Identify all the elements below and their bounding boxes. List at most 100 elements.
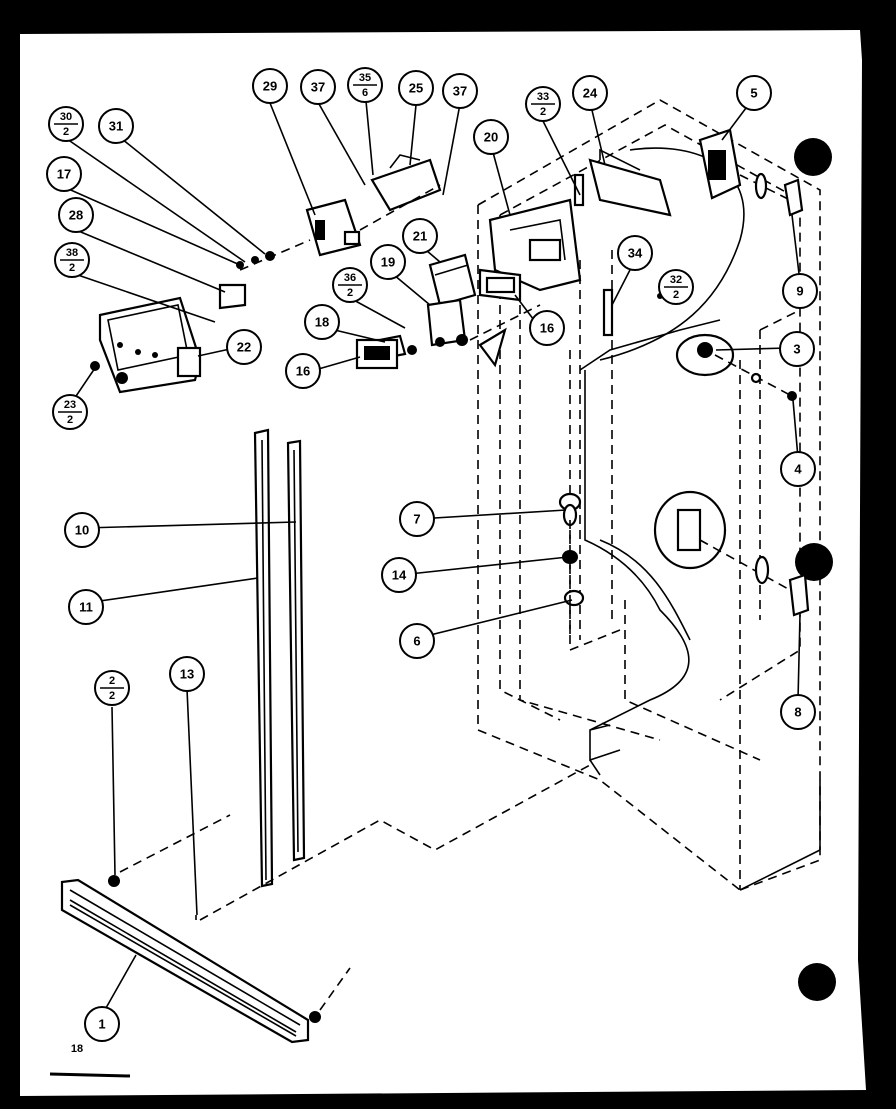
callout-number: 16 [296,364,310,379]
callout-c13: 13 [169,656,205,692]
callout-c30: 302 [48,106,84,142]
callout-circle [169,656,205,692]
callout-c20: 20 [473,119,509,155]
callout-denominator: 2 [67,414,73,426]
callout-circle [68,589,104,625]
control-nut [787,391,797,401]
callout-number: 6 [413,634,420,649]
callout-c22: 22 [226,329,262,365]
callout-circle [572,75,608,111]
callout-c31: 31 [98,108,134,144]
callout-c11: 11 [68,589,104,625]
bezel-16-right [478,268,522,302]
thermostat-bracket [305,198,362,257]
callout-circle [736,75,772,111]
callout-c3: 3 [779,331,815,367]
callout-circle [398,70,434,106]
callout-circle [399,501,435,537]
callout-denominator: 2 [347,287,353,299]
callout-c9: 9 [782,273,818,309]
callout-c4: 4 [780,451,816,487]
callout-number: 18 [315,315,329,330]
callout-circle [779,331,815,367]
punch-hole-bottom [798,963,836,1001]
callout-number: 37 [311,80,325,95]
damper-bracket [573,148,672,217]
callout-c8: 8 [780,694,816,730]
callout-c1: 1 [84,1006,120,1042]
light-socket [698,128,742,200]
callout-c16b: 16 [529,310,565,346]
callout-c35: 356 [347,67,383,103]
callout-c34: 34 [617,235,653,271]
roller-assembly [558,492,585,640]
callout-denominator: 2 [63,126,69,138]
callout-numerator: 36 [344,272,356,284]
callout-circle [84,1006,120,1042]
callout-c5: 5 [736,75,772,111]
bezel-16-left [355,338,399,370]
callout-circle [473,119,509,155]
callout-circle [442,73,478,109]
callout-circle [226,329,262,365]
callout-number: 14 [392,568,407,583]
callout-c29: 29 [252,68,288,104]
callout-number: 1 [98,1017,105,1032]
toe-grille [60,875,321,1044]
scan-smudge [49,1072,131,1078]
callout-circle [370,244,406,280]
screw-30 [265,251,275,261]
mounting-bracket-25 [370,154,442,212]
callout-c17: 17 [46,156,82,192]
callout-number: 28 [69,208,83,223]
callout-circle [285,353,321,389]
callout-number: 20 [484,130,498,145]
callout-number: 29 [263,79,277,94]
callout-number: 19 [381,255,395,270]
callout-number: 10 [75,523,89,538]
callout-denominator: 2 [109,690,115,702]
callout-c19: 19 [370,244,406,280]
callout-c21: 21 [402,218,438,254]
seal-strip [602,288,614,337]
callout-c7: 7 [399,501,435,537]
callout-number: 13 [180,667,194,682]
callout-numerator: 33 [537,91,549,103]
callout-number: 34 [628,246,643,261]
corner-label: 18 [71,1043,83,1055]
callout-c24: 24 [572,75,608,111]
callout-number: 11 [79,600,93,615]
leader-lines [63,99,801,1016]
callout-number: 4 [794,462,802,477]
callout-c33: 332 [525,86,561,122]
callout-circle [46,156,82,192]
callout-circle [782,273,818,309]
center-mullion [579,147,745,776]
callout-c14: 14 [381,557,417,593]
callout-c16a: 16 [285,353,321,389]
callout-circle [780,694,816,730]
callout-circle [529,310,565,346]
callout-c38: 382 [54,242,90,278]
callout-denominator: 6 [362,87,368,99]
light-bulb-window [754,172,768,200]
light-bulb [783,178,804,217]
callout-number: 5 [750,86,757,101]
callout-circle [780,451,816,487]
callout-c25: 25 [398,70,434,106]
callout-c36: 362 [332,267,368,303]
callout-circle [399,623,435,659]
callout-number: 7 [413,512,420,527]
callout-number: 37 [453,84,467,99]
callout-c18: 18 [304,304,340,340]
bracket-28 [218,283,247,310]
lower-light-bulb [788,573,810,617]
callout-numerator: 23 [64,399,76,411]
callout-circle [64,512,100,548]
callout-circle [617,235,653,271]
screw-31 [251,256,259,264]
callout-circle [58,197,94,233]
callout-numerator: 2 [109,675,115,687]
callout-circle [98,108,134,144]
